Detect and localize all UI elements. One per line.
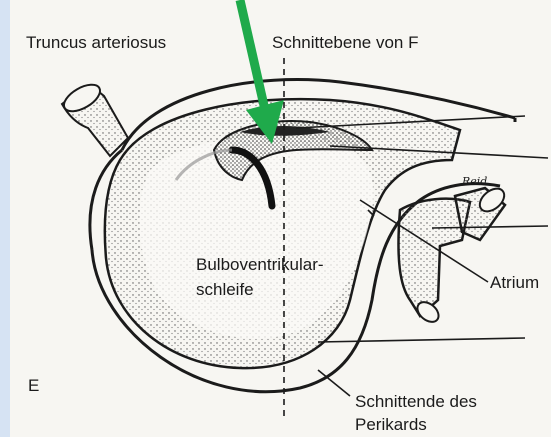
label-bulboventrikular-line2: schleife bbox=[196, 280, 254, 300]
truncus-tube bbox=[60, 79, 128, 156]
artist-signature: Reid bbox=[462, 172, 487, 192]
label-truncus-arteriosus: Truncus arteriosus bbox=[26, 33, 166, 53]
atrium-vessels bbox=[398, 184, 508, 326]
label-bulboventrikular-line1: Bulboventrikular- bbox=[196, 255, 324, 275]
label-schnittende-line2: Perikards bbox=[355, 415, 427, 435]
panel-letter: E bbox=[28, 376, 39, 396]
label-atrium: Atrium bbox=[490, 273, 539, 293]
label-schnittebene: Schnittebene von F bbox=[272, 33, 418, 53]
label-schnittende-line1: Schnittende des bbox=[355, 392, 477, 412]
